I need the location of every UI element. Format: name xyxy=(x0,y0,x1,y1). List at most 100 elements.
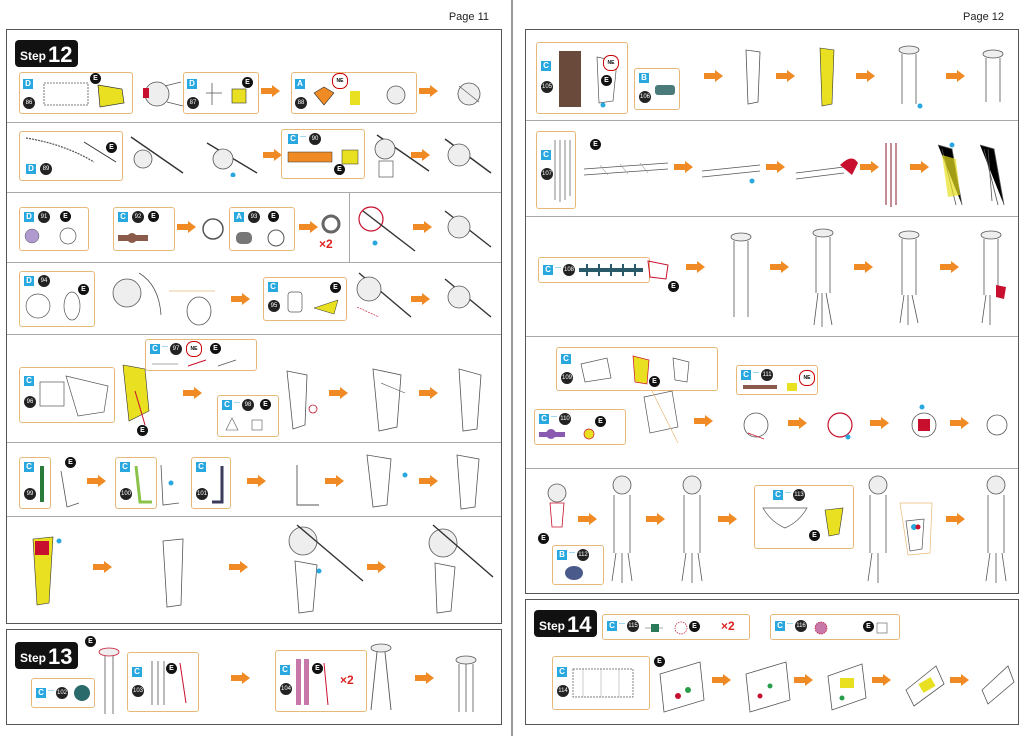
part-92-outline xyxy=(118,233,148,243)
part-box-111: C — 111 NE xyxy=(736,365,818,395)
dash: — xyxy=(300,134,306,140)
assembly-drawing xyxy=(611,475,633,583)
part-box-113: C — 113 E xyxy=(754,485,854,549)
part-box-116: C — 116 E xyxy=(770,614,900,640)
glue-e-marker: E xyxy=(260,399,271,410)
part-98-outline xyxy=(225,417,263,431)
sheet-tag: C xyxy=(120,462,130,472)
part-112-outline xyxy=(565,566,583,580)
part-100-outline xyxy=(134,465,152,504)
assembly-drawing xyxy=(795,158,858,180)
part-108-outline xyxy=(579,264,643,276)
assembly-drawing xyxy=(982,49,1004,102)
sheet-tag: C xyxy=(24,376,34,386)
glue-e-marker: E xyxy=(148,211,159,222)
glue-e-marker: E xyxy=(60,211,71,222)
part-number: 106 xyxy=(639,91,651,103)
page-12: Page 12 C 105 NE E B 106 xyxy=(513,0,1024,736)
assembly-drawing xyxy=(643,390,679,444)
part-box-106: B 106 xyxy=(634,68,680,110)
part-box-95: C 95 E xyxy=(263,277,347,321)
sheet-tag: C xyxy=(280,665,290,675)
assembly-drawing xyxy=(162,538,184,608)
glue-e-marker: E xyxy=(166,663,177,674)
assembly-drawing xyxy=(286,370,318,430)
part-box-94: D 94 E xyxy=(19,271,95,327)
quantity-x2: ×2 xyxy=(721,619,735,633)
glue-e-marker: E xyxy=(242,77,253,88)
part-number: 108 xyxy=(563,264,575,276)
part-91-outline xyxy=(24,227,77,245)
dash: — xyxy=(787,621,793,627)
part-90-outline xyxy=(287,149,359,165)
part-box-89: D 89 E xyxy=(19,131,123,181)
assembly-drawing xyxy=(444,138,492,174)
glue-e-marker: E xyxy=(210,343,221,354)
part-box-88: A 88 NE xyxy=(291,72,417,114)
part-box-107: C 107 xyxy=(536,131,576,209)
quantity-x2: ×2 xyxy=(319,237,333,251)
glue-e-marker: E xyxy=(538,533,549,544)
sheet-tag: C xyxy=(132,667,142,677)
part-number: 92 xyxy=(132,211,144,223)
step-13-label: Step 13 xyxy=(15,642,78,669)
glue-e-marker: E xyxy=(668,281,679,292)
glue-e-marker: E xyxy=(137,425,148,436)
assembly-drawing xyxy=(745,661,791,713)
assembly-drawing xyxy=(819,47,835,107)
sheet-tag: C xyxy=(557,667,567,677)
part-number: 99 xyxy=(24,488,36,500)
part-99-outline xyxy=(40,466,44,502)
part-box-102: C — 102 xyxy=(31,678,95,708)
glue-e-marker: E xyxy=(601,75,612,86)
part-box-112: B — 112 xyxy=(552,545,604,585)
step-word: Step xyxy=(20,49,47,63)
assembly-drawing xyxy=(745,49,761,105)
page-12-row-3: C — 108 E xyxy=(526,216,1018,337)
part-number: 113 xyxy=(793,489,805,501)
part-number: 88 xyxy=(295,97,307,109)
step-13-frame: Step 13 C — 102 E C 103 E C 104 E ×2 xyxy=(6,629,502,725)
dash: — xyxy=(555,265,561,271)
step-14-label: Step 14 xyxy=(534,610,597,637)
part-box-115: C — 115 E ×2 xyxy=(602,614,750,640)
dash: — xyxy=(619,621,625,627)
sheet-tag: D xyxy=(187,79,197,89)
step-word: Step xyxy=(20,651,47,665)
part-106-outline xyxy=(655,85,675,95)
part-box-93: A 93 E xyxy=(229,207,295,251)
assembly-drawing xyxy=(986,414,1008,436)
assembly-drawing xyxy=(937,142,963,206)
sheet-tag: C xyxy=(118,212,128,222)
part-box-103: C 103 E xyxy=(127,652,199,712)
part-number: 112 xyxy=(577,549,589,561)
dash: — xyxy=(48,688,54,694)
assembly-drawing xyxy=(372,368,406,432)
assembly-drawing xyxy=(899,502,933,556)
glue-e-marker: E xyxy=(90,73,101,84)
glue-e-marker: E xyxy=(65,457,76,468)
glue-e-marker: E xyxy=(649,376,660,387)
assembly-drawing xyxy=(867,475,888,583)
assembly-drawing xyxy=(647,260,669,280)
assembly-drawing xyxy=(985,475,1007,583)
assembly-drawing xyxy=(547,483,567,528)
assembly-drawing xyxy=(905,665,945,707)
ring-drawing xyxy=(202,218,224,240)
part-number: 89 xyxy=(40,163,52,175)
sheet-tag: C xyxy=(196,462,206,472)
glue-e-marker: E xyxy=(85,636,96,647)
part-number: 104 xyxy=(280,683,292,695)
sheet-tag: C xyxy=(539,414,549,424)
assembly-drawing xyxy=(583,162,669,176)
part-94-outline xyxy=(25,291,81,321)
part-box-110: C — 110 E xyxy=(534,409,626,445)
part-number: 98 xyxy=(242,399,254,411)
part-104-outline xyxy=(296,659,329,706)
glue-e-marker: E xyxy=(809,530,820,541)
assembly-drawing xyxy=(374,134,430,178)
part-number: 94 xyxy=(38,275,50,287)
sheet-tag: B xyxy=(639,73,649,83)
part-number: 86 xyxy=(23,97,35,109)
part-111-outline xyxy=(743,383,797,391)
